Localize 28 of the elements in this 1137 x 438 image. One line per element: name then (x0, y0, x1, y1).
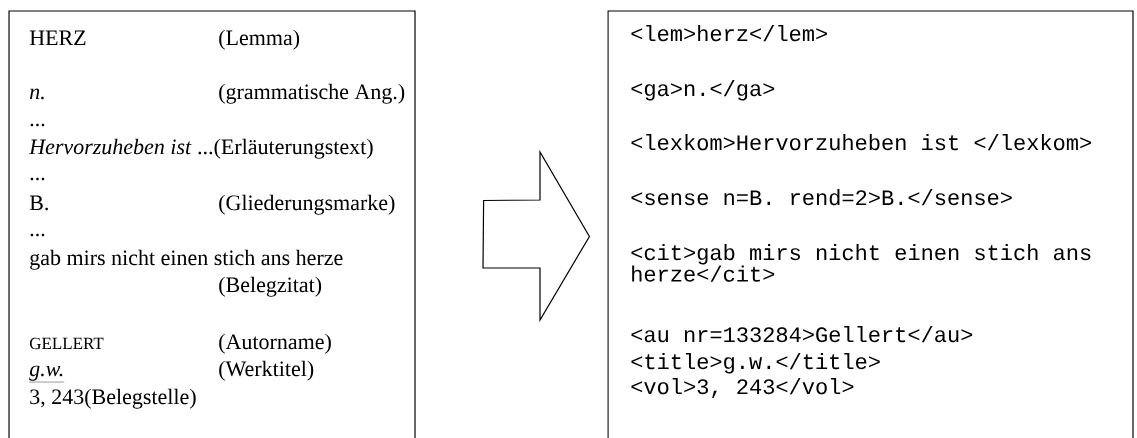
entry-text: (Autorname) (219, 333, 331, 354)
block-arrow (482, 149, 591, 323)
entry-text: Hervorzuheben ist ...(Erläuterungstext) (29, 138, 373, 159)
markup-code: <lexkom>Hervorzuheben ist </lexkom> (631, 134, 1091, 151)
markup-code: <au nr=133284>Gellert</au> (631, 326, 973, 343)
entry-text: (Gliederungsmarke) (219, 194, 395, 215)
entry-text: ... (30, 233, 45, 237)
entry-text: B. (29, 195, 48, 211)
markup-code: <cit>gab mirs nicht einen stich ans herze</cit> (631, 244, 1091, 282)
entry-text: ... (30, 123, 45, 127)
markup-code: <ga>n.</ga> (631, 80, 775, 101)
markup-code: <lem>herz</lem> (631, 25, 827, 42)
markup-code: <sense n=B. rend=2>B.</sense> (631, 189, 1012, 206)
entry-text: HERZ (29, 30, 86, 45)
entry-text: g.w. (29, 365, 65, 383)
entry-text: GELLERT (29, 337, 104, 350)
entry-text: (Lemma) (219, 29, 300, 50)
entry-text: ... (30, 177, 45, 181)
entry-text: (Werktitel) (219, 360, 314, 381)
markup-code: <title>g.w.</title> (631, 353, 880, 374)
entry-text: (Belegzitat) (219, 276, 322, 297)
entry-text: n. (30, 88, 44, 100)
entry-text: gab mirs nicht einen stich ans herze (30, 249, 343, 270)
markup-code: <vol>3, 243</vol> (631, 378, 854, 398)
dictionary-entry-box (8, 10, 416, 438)
entry-text: 3, 243(Belegstelle) (30, 388, 196, 409)
entry-text: (grammatische Ang.) (219, 83, 405, 104)
markup-box (607, 10, 1134, 438)
